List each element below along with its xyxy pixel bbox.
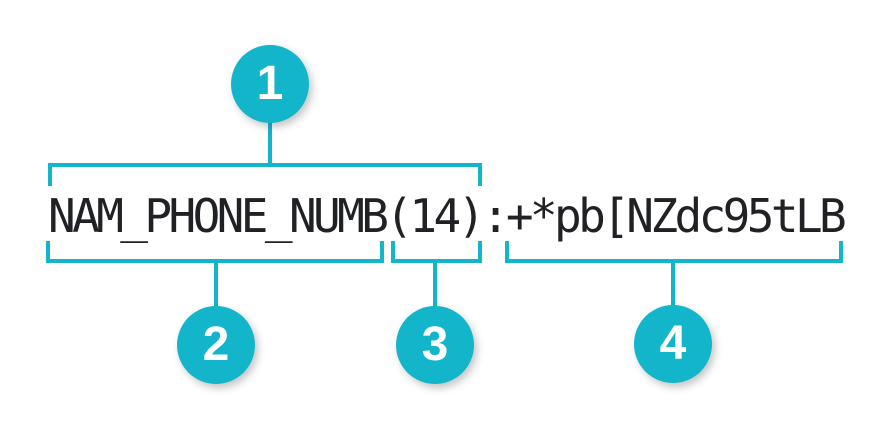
bracket-2-left-tick [46, 241, 50, 263]
callout-1-number: 1 [256, 57, 284, 110]
code-value: +*pb[NZdc95tLB [505, 189, 847, 243]
callout-3-connector-line [433, 261, 437, 307]
code-separator: : [481, 189, 510, 243]
code-length: (14) [385, 189, 485, 243]
bracket-1-right-tick [478, 163, 482, 186]
callout-3-number: 3 [421, 318, 449, 371]
callout-2-number: 2 [202, 318, 230, 371]
bracket-3-left-tick [391, 241, 395, 263]
callout-1-connector-line [268, 121, 272, 165]
callout-4-connector-line [671, 261, 675, 307]
bracket-3-right-tick [478, 241, 482, 263]
code-field-name: NAM_PHONE_NUMB [48, 189, 389, 243]
callout-1-badge: 1 [231, 45, 309, 123]
callout-4-badge: 4 [634, 305, 712, 383]
bracket-4-right-tick [839, 241, 843, 263]
bracket-1-bar [48, 163, 482, 167]
callout-4-number: 4 [659, 317, 687, 370]
bracket-4-left-tick [505, 241, 509, 263]
bracket-2-right-tick [380, 241, 384, 263]
callout-2-connector-line [214, 261, 218, 307]
callout-2-badge: 2 [177, 306, 255, 384]
code-line: NAM_PHONE_NUMB(14):+*pb[NZdc95tLB [48, 189, 847, 243]
bracket-1-left-tick [48, 163, 52, 186]
callout-3-badge: 3 [396, 306, 474, 384]
